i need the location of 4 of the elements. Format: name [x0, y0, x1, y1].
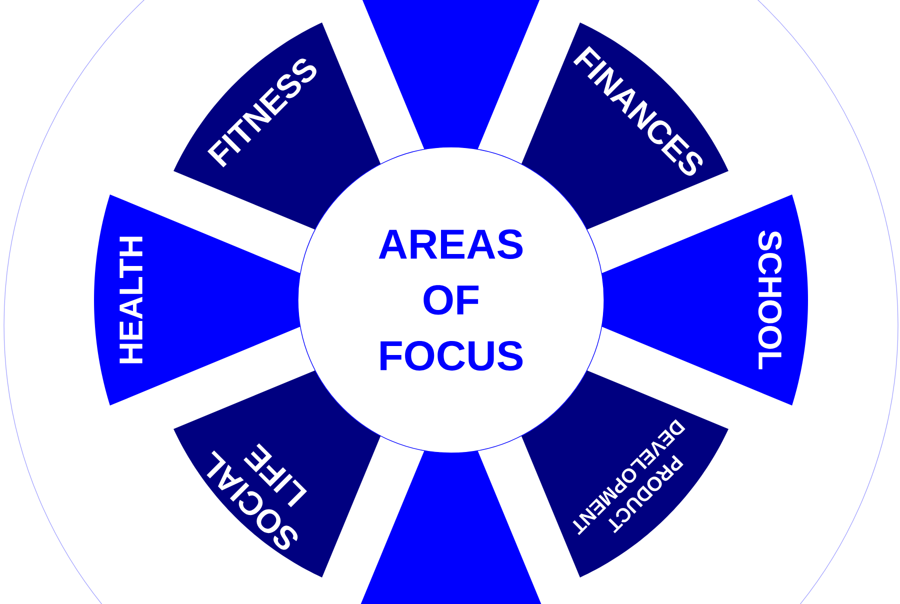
- wheel-segment: SCHOOL: [602, 194, 808, 406]
- wheel-segment: [362, 0, 540, 150]
- wheel-segment: HEALTH: [94, 194, 300, 406]
- wheel-segment: [360, 450, 542, 604]
